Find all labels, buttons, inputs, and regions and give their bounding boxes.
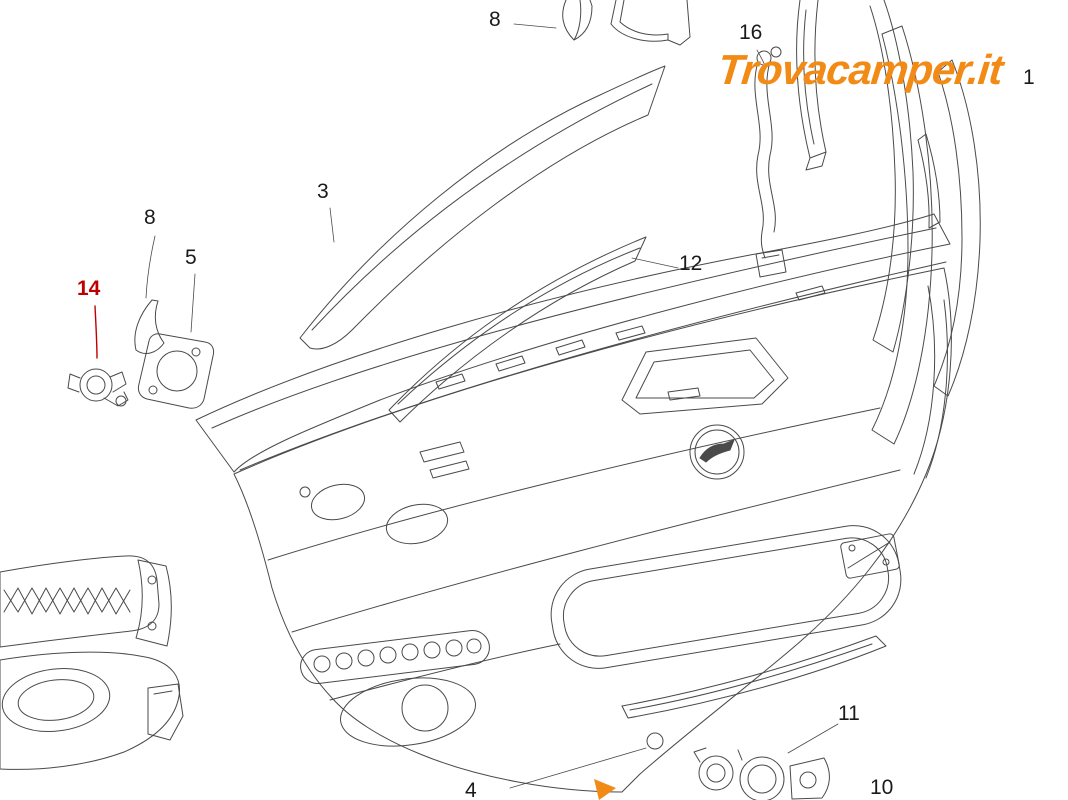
part-label-3: 3 bbox=[317, 180, 329, 203]
bumper-beam bbox=[195, 213, 951, 479]
bumper-face bbox=[233, 267, 952, 793]
left-lower-piece bbox=[0, 651, 184, 770]
grille-opening bbox=[550, 525, 902, 669]
mount-plate bbox=[137, 333, 215, 409]
part-label-8-left: 8 bbox=[144, 206, 156, 229]
part-label-8-top: 8 bbox=[489, 8, 501, 31]
hook-bracket bbox=[134, 299, 165, 354]
part-label-1: 1 bbox=[1023, 66, 1035, 89]
fiat-badge bbox=[689, 424, 745, 480]
part-label-4: 4 bbox=[465, 779, 477, 800]
plate-bracket bbox=[840, 533, 900, 579]
clip-parts-top bbox=[562, 0, 691, 46]
leader-line-14 bbox=[94, 305, 98, 359]
watermark-logo: Trovacamper.it bbox=[715, 46, 1005, 93]
fog-sensor bbox=[67, 368, 129, 407]
fog-recess bbox=[340, 677, 476, 747]
highlight-arrow bbox=[594, 779, 616, 800]
part-label-5: 5 bbox=[185, 246, 197, 269]
wiring-harness bbox=[754, 0, 827, 278]
part-label-11: 11 bbox=[838, 702, 860, 725]
trim-strip-upper bbox=[299, 65, 666, 350]
drl-strip bbox=[300, 629, 490, 685]
leader-lines bbox=[145, 23, 839, 754]
part-label-12: 12 bbox=[679, 252, 703, 275]
lower-skid-band bbox=[621, 635, 887, 719]
part-label-14: 14 bbox=[77, 277, 101, 300]
fog-lamps-bottom bbox=[693, 747, 830, 800]
trim-strip-lower bbox=[388, 236, 647, 423]
part-label-16: 16 bbox=[739, 21, 763, 44]
part-label-10: 10 bbox=[870, 776, 894, 799]
round-cover bbox=[509, 732, 664, 789]
left-grille-strip bbox=[0, 555, 172, 648]
